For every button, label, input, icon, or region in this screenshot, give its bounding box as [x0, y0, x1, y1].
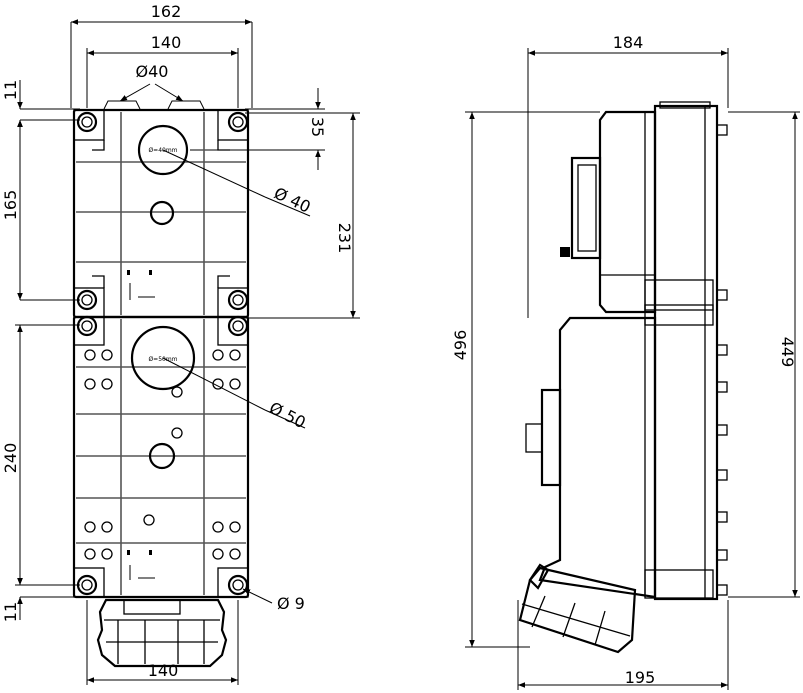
- side-upper-module: [560, 110, 714, 314]
- center-hole-lower: [148, 442, 176, 470]
- knockout-lower-label: Ø=50mm: [148, 356, 177, 363]
- dim-overall-depth: 195: [517, 600, 729, 690]
- dim-mounting-hole: Ø 9: [242, 588, 305, 613]
- upper-module-ribs: [76, 112, 246, 315]
- dim-upper-hole-spacing-label: 165: [1, 190, 20, 221]
- dim-knockout-lower: Ø 50: [162, 357, 309, 432]
- dim-hole-spacing-top-label: 140: [151, 33, 182, 52]
- dim-knockout-upper-label: Ø 40: [271, 183, 314, 216]
- dim-gland-diameter-top-label: Ø40: [136, 62, 169, 81]
- dim-top-margin-label: 11: [1, 80, 20, 100]
- front-view: 162 140 Ø40 11: [1, 2, 360, 685]
- dim-hole-spacing-bottom: 140: [86, 600, 239, 685]
- dim-overall-width-label: 162: [151, 2, 182, 21]
- dim-gland-diameter-top: Ø40: [119, 62, 184, 102]
- knockout-lower: Ø=50mm: [130, 325, 196, 391]
- dim-lower-hole-spacing-label: 240: [1, 443, 20, 474]
- dim-depth: 184: [527, 33, 729, 318]
- dim-knockout-upper: Ø 40: [162, 149, 314, 217]
- side-lower-module: [525, 304, 714, 599]
- dim-knockout-lower-label: Ø 50: [266, 398, 309, 432]
- dim-gland-offset-label: 35: [308, 117, 327, 137]
- upper-earth-marks: [127, 270, 155, 300]
- center-hole-upper: [149, 200, 175, 226]
- side-back-plate: [653, 101, 728, 601]
- dim-upper-module-height-label: 231: [335, 223, 354, 254]
- side-view: 184 496 449: [451, 33, 800, 690]
- dim-depth-label: 184: [613, 33, 644, 52]
- upper-module: Ø=40mm: [72, 108, 250, 319]
- lower-mounting-holes: [76, 315, 249, 596]
- upper-mounting-holes: [76, 111, 249, 311]
- bottom-socket: [96, 598, 228, 668]
- upper-corner-pillars: [73, 109, 249, 318]
- dim-top-margin: 11: [1, 80, 80, 140]
- dim-body-height: 449: [728, 111, 800, 598]
- dim-hole-spacing-top: 140: [86, 33, 239, 108]
- dim-gland-offset: 35: [190, 88, 327, 170]
- lower-corner-pillars: [73, 316, 249, 598]
- lower-earth-marks: [127, 550, 155, 580]
- dim-mounting-hole-label: Ø 9: [277, 594, 305, 613]
- lower-module-ribs: [76, 319, 246, 595]
- lower-screw-bosses: [84, 349, 241, 560]
- top-cable-glands: [103, 100, 205, 110]
- dim-overall-height: 496: [451, 111, 600, 648]
- dim-bottom-margin-label: 11: [1, 602, 20, 622]
- dim-upper-module-height: 231: [245, 112, 360, 319]
- dim-lower-hole-spacing: 240: [1, 324, 80, 586]
- dim-upper-hole-spacing: 165: [1, 120, 80, 301]
- side-angled-socket: [518, 563, 637, 654]
- dim-overall-height-label: 496: [451, 330, 470, 361]
- dim-body-height-label: 449: [778, 337, 797, 368]
- dim-overall-depth-label: 195: [625, 668, 656, 687]
- lower-module: Ø=50mm: [72, 315, 250, 599]
- dim-hole-spacing-bottom-label: 140: [148, 661, 179, 680]
- dim-bottom-margin: 11: [1, 565, 80, 622]
- dim-overall-width: 162: [70, 2, 253, 108]
